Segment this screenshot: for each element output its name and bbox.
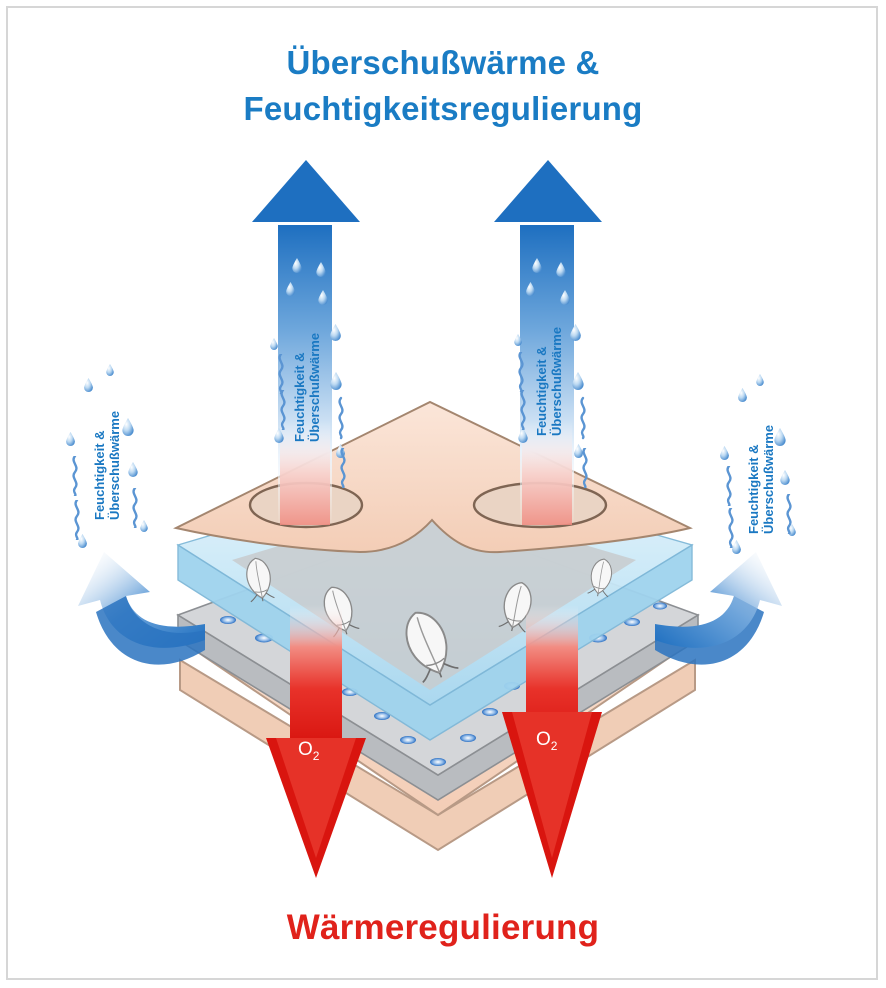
arrow-label-outer-left: Feuchtigkeit & Überschußwärme bbox=[92, 411, 122, 520]
svg-text:Feuchtigkeit &: Feuchtigkeit & bbox=[746, 444, 761, 534]
svg-text:Überschußwärme: Überschußwärme bbox=[307, 333, 322, 442]
down-arrow-left bbox=[266, 605, 366, 878]
arrow-label-center-left: Feuchtigkeit & Überschußwärme bbox=[292, 333, 322, 442]
title-bottom: Wärmeregulierung bbox=[286, 908, 600, 947]
title-top-line-1: Überschußwärme & bbox=[286, 44, 600, 81]
up-arrow-right bbox=[494, 160, 602, 525]
svg-text:Überschußwärme: Überschußwärme bbox=[107, 411, 122, 520]
o2-label-left: O2 bbox=[298, 739, 320, 763]
side-arrow-right bbox=[655, 552, 782, 665]
svg-text:Überschußwärme: Überschußwärme bbox=[761, 425, 776, 534]
title-top-line-2: Feuchtigkeitsregulierung bbox=[243, 90, 643, 127]
layer-stack bbox=[173, 400, 700, 852]
side-arrow-left bbox=[78, 552, 205, 665]
o2-label-right: O2 bbox=[536, 729, 558, 753]
svg-text:Feuchtigkeit &: Feuchtigkeit & bbox=[534, 346, 549, 436]
arrow-label-outer-right: Feuchtigkeit & Überschußwärme bbox=[746, 425, 776, 534]
down-arrow-right bbox=[502, 605, 602, 878]
svg-text:Feuchtigkeit &: Feuchtigkeit & bbox=[292, 352, 307, 442]
svg-text:Überschußwärme: Überschußwärme bbox=[549, 327, 564, 436]
svg-text:Feuchtigkeit &: Feuchtigkeit & bbox=[92, 430, 107, 520]
arrow-label-center-right: Feuchtigkeit & Überschußwärme bbox=[534, 327, 564, 436]
